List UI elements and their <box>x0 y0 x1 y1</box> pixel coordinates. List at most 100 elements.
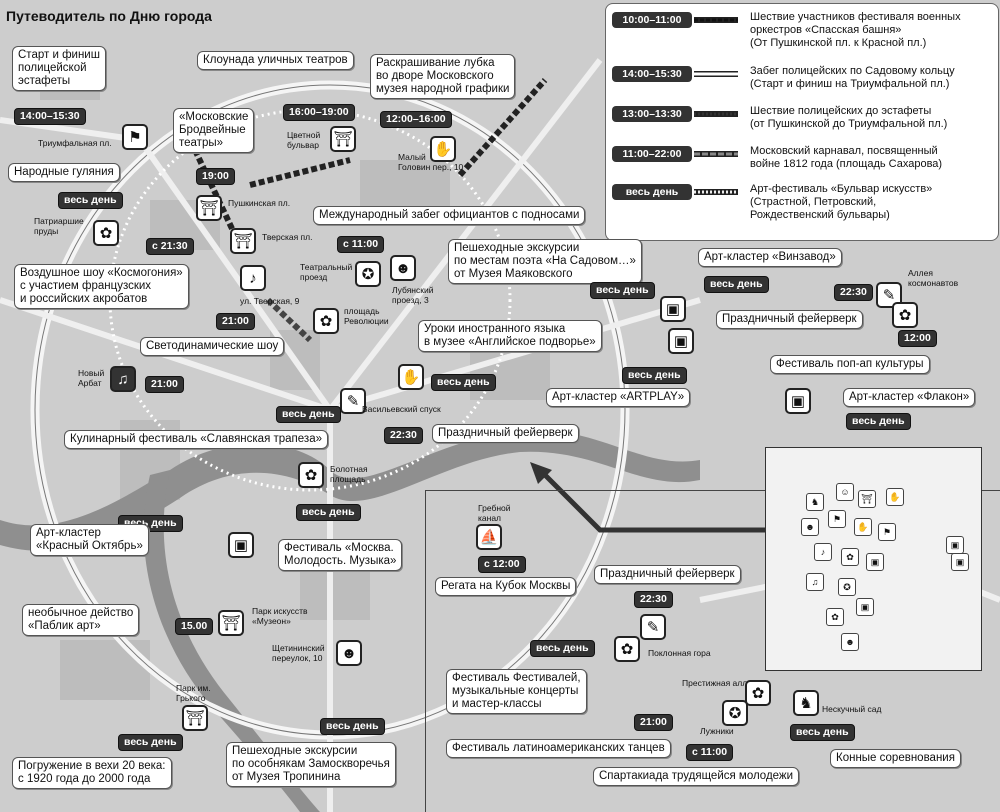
msk-youth-label[interactable]: Фестиваль «Москва.Молодость. Музыка» <box>278 539 403 571</box>
walker-icon[interactable]: ☻ <box>390 255 416 281</box>
gorky-allday-badge: весь день <box>118 734 183 751</box>
legend-description-line: (От Пушкинской пл. к Красной пл.) <box>750 37 927 49</box>
luzhniki-text: Лужники <box>700 726 734 736</box>
red-october-label[interactable]: Арт-кластер«Красный Октябрь» <box>30 524 149 556</box>
runner-icon[interactable]: ⚑ <box>122 124 148 150</box>
frame-icon[interactable]: ▣ <box>228 532 254 558</box>
legend-line-sample <box>694 151 738 157</box>
music-note-icon[interactable]: ♪ <box>240 265 266 291</box>
mini-frame4-icon: ▣ <box>951 553 969 571</box>
zoom-detail-box: ♞ ☺ ⛩ ✋ ☻ ⚑ ✋ ⚑ ♪ ✿ ▣ ♫ ✪ ▣ ✿ ☻ ▣ ▣ <box>765 447 982 671</box>
theatre-gate-icon[interactable]: ⛩ <box>196 195 222 221</box>
artplay-frame-icon[interactable]: ▣ <box>668 328 694 354</box>
latin-time-badge: 21:00 <box>634 714 673 731</box>
hand2-icon[interactable]: ✋ <box>398 364 424 390</box>
legend-description-line: (Страстной, Петровский, <box>750 196 877 208</box>
gorky-gate-icon[interactable]: ⛩ <box>182 705 208 731</box>
waiters-time-badge: с 11:00 <box>337 236 385 253</box>
vasilyevsky-allday-badge: весь день <box>276 406 341 423</box>
public-art-label[interactable]: необычное действо«Паблик арт» <box>22 604 140 636</box>
clown-label[interactable]: Клоунада уличных театров <box>197 51 354 70</box>
muzeon-gate-icon[interactable]: ⛩ <box>218 610 244 636</box>
torch3-icon[interactable]: ✎ <box>640 614 666 640</box>
artplay-label[interactable]: Арт-кластер «ARTPLAY» <box>546 388 691 407</box>
mini-medal-icon: ✪ <box>838 578 856 596</box>
inset-map <box>425 490 1000 812</box>
slavic-label[interactable]: Кулинарный фестиваль «Славянская трапеза… <box>64 430 328 449</box>
torch-icon[interactable]: ✎ <box>340 388 366 414</box>
triumph-sq-text: Триумфальная пл. <box>38 138 112 148</box>
spartakiad-label[interactable]: Спартакиада трудящейся молодежи <box>593 767 800 786</box>
sailboat-icon[interactable]: ⛵ <box>476 524 502 550</box>
winzavod-label[interactable]: Арт-кластер «Винзавод» <box>698 248 842 267</box>
light-time-badge: 21:00 <box>216 313 255 330</box>
mini-note2-icon: ♫ <box>806 573 824 591</box>
tverskaya9-text: ул. Тверская, 9 <box>240 296 300 306</box>
walker2-icon[interactable]: ☻ <box>336 640 362 666</box>
immersion-label[interactable]: Погружение в вехи 20 века:с 1920 года до… <box>12 757 172 789</box>
artplay-allday-badge: весь день <box>622 367 687 384</box>
legend-line-sample <box>694 111 738 117</box>
legend-description-line: Шествие участников фестиваля военных <box>750 11 961 23</box>
flacon-label[interactable]: Арт-кластер «Флакон» <box>843 388 976 407</box>
bolotnaya-flower-icon[interactable]: ✿ <box>298 462 324 488</box>
cosmonauts-fireworks-label[interactable]: Праздничный фейерверк <box>716 310 863 329</box>
legend-description-line: (Старт и финиш на Триумфальной пл.) <box>750 78 950 90</box>
inset-fireworks-label[interactable]: Праздничный фейерверк <box>594 565 741 584</box>
winzavod-allday-badge: весь день <box>704 276 769 293</box>
legend-description-line: (от Пушкинской до Триумфальной пл.) <box>750 118 948 130</box>
cosmonauts-flower-icon[interactable]: ✿ <box>892 302 918 328</box>
gate-icon[interactable]: ⛩ <box>330 126 356 152</box>
folk-festival-label[interactable]: Народные гуляния <box>8 163 120 182</box>
fireworks-time-badge: 22:30 <box>384 427 423 444</box>
revolution-flower-icon[interactable]: ✿ <box>313 308 339 334</box>
mini-note-icon: ♪ <box>814 543 832 561</box>
tverskaya-sq-text: Тверская пл. <box>262 232 313 242</box>
hand-icon[interactable]: ✋ <box>430 136 456 162</box>
horse-label[interactable]: Конные соревнования <box>830 749 961 768</box>
medal-icon[interactable]: ✪ <box>355 261 381 287</box>
mini-runner-icon: ⚑ <box>828 510 846 528</box>
light-show-label[interactable]: Светодинамические шоу <box>140 337 285 356</box>
fireworks-label[interactable]: Праздничный фейерверк <box>432 424 579 443</box>
regatta-label[interactable]: Регата на Кубок Москвы <box>435 577 577 596</box>
muzeon-time-badge: 15.00 <box>175 618 214 635</box>
popup-label[interactable]: Фестиваль поп-ап культуры <box>770 355 930 374</box>
legend-description-line: Шествие полицейских до эстафеты <box>750 105 932 117</box>
horse-icon[interactable]: ♞ <box>793 690 819 716</box>
waiters-label[interactable]: Международный забег официантов с подноса… <box>313 206 586 225</box>
latin-label[interactable]: Фестиваль латиноамериканских танцев <box>446 739 671 758</box>
vasilyevsky-text: Васильевский спуск <box>362 404 441 414</box>
pushkin-sq-text: Пушкинская пл. <box>228 198 291 208</box>
prestige-flower-icon[interactable]: ✿ <box>745 680 771 706</box>
arbat-note-icon[interactable]: ♫ <box>110 366 136 392</box>
flower-icon[interactable]: ✿ <box>93 220 119 246</box>
legend-time-badge: 11:00–22:00 <box>612 146 692 162</box>
mini-horse-icon: ♞ <box>806 493 824 511</box>
legend-time-badge: 10:00–11:00 <box>612 12 692 28</box>
luzhniki-medal-icon[interactable]: ✪ <box>722 700 748 726</box>
winzavod-frame-icon[interactable]: ▣ <box>660 296 686 322</box>
relay-time-badge: 14:00–15:30 <box>14 108 86 125</box>
mini-gate-icon: ⛩ <box>858 490 876 508</box>
tverskaya-gate-icon[interactable]: ⛩ <box>230 228 256 254</box>
festival-flower-icon[interactable]: ✿ <box>614 636 640 662</box>
festival-label[interactable]: Фестиваль Фестивалей,музыкальные концерт… <box>446 669 587 714</box>
legend-time-badge: 13:00–13:30 <box>612 106 692 122</box>
popup-time-badge: 12:00 <box>898 330 937 347</box>
kosmogonia-label[interactable]: Воздушное шоу «Космогония»с участием фра… <box>14 264 189 309</box>
flacon-frame-icon[interactable]: ▣ <box>785 388 811 414</box>
